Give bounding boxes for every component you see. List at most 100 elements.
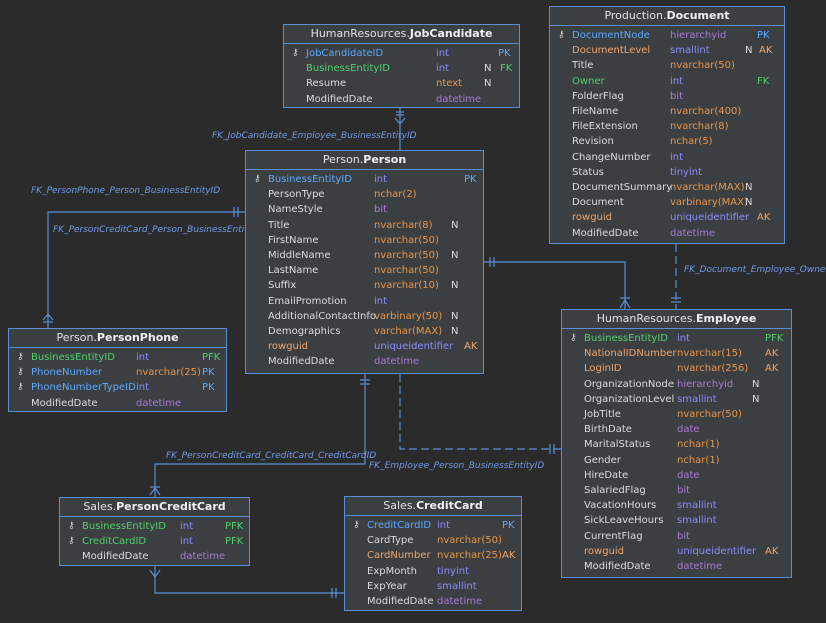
column-key: AK: [765, 545, 779, 557]
column-name: rowguid: [584, 545, 624, 557]
column-name: ModifiedDate: [82, 551, 149, 563]
entity-jobcandidate[interactable]: HumanResources.JobCandidate ⚷JobCandidate…: [283, 24, 520, 108]
column-key: FK: [757, 75, 770, 87]
entity-header[interactable]: HumanResources.JobCandidate: [284, 25, 519, 44]
link-fk-personcreditcard-person[interactable]: [149, 374, 370, 497]
column-type: int: [436, 63, 450, 75]
link-fk-employee-person[interactable]: [399, 374, 561, 454]
link-fk-document[interactable]: [671, 244, 681, 309]
column-type: int: [437, 520, 451, 531]
entity-employee[interactable]: HumanResources.Employee ⚷BusinessEntityID…: [561, 309, 792, 578]
column-name: FirstName: [268, 234, 319, 246]
entity-schema: Production.: [604, 9, 667, 22]
column-type: datetime: [677, 561, 723, 572]
column-name: FileName: [572, 106, 619, 117]
entity-header[interactable]: Person.Person: [246, 151, 483, 170]
column-type: bit: [677, 530, 691, 542]
entity-header[interactable]: Production.Document: [550, 7, 784, 26]
column-name: OrganizationLevel: [584, 393, 675, 405]
link-fk-personphone[interactable]: [42, 207, 246, 328]
link-fk-jobcandidate[interactable]: [394, 108, 406, 150]
column-nullable: N: [451, 326, 459, 337]
entity-header[interactable]: Sales.CreditCard: [345, 497, 521, 516]
column-name: CreditCardID: [82, 536, 147, 548]
column-name: DocumentSummary: [572, 182, 673, 193]
column-key: PK: [502, 520, 515, 531]
entity-header[interactable]: HumanResources.Employee: [562, 310, 791, 329]
entity-header[interactable]: Person.PersonPhone: [9, 329, 226, 348]
link-person-employee[interactable]: [484, 257, 631, 309]
column-type: bit: [677, 485, 691, 496]
link-fk-personcreditcard-creditcard[interactable]: [149, 566, 344, 598]
column-type: nvarchar(50): [670, 60, 735, 72]
column-key: AK: [765, 348, 779, 360]
entity-header[interactable]: Sales.PersonCreditCard: [60, 498, 249, 517]
